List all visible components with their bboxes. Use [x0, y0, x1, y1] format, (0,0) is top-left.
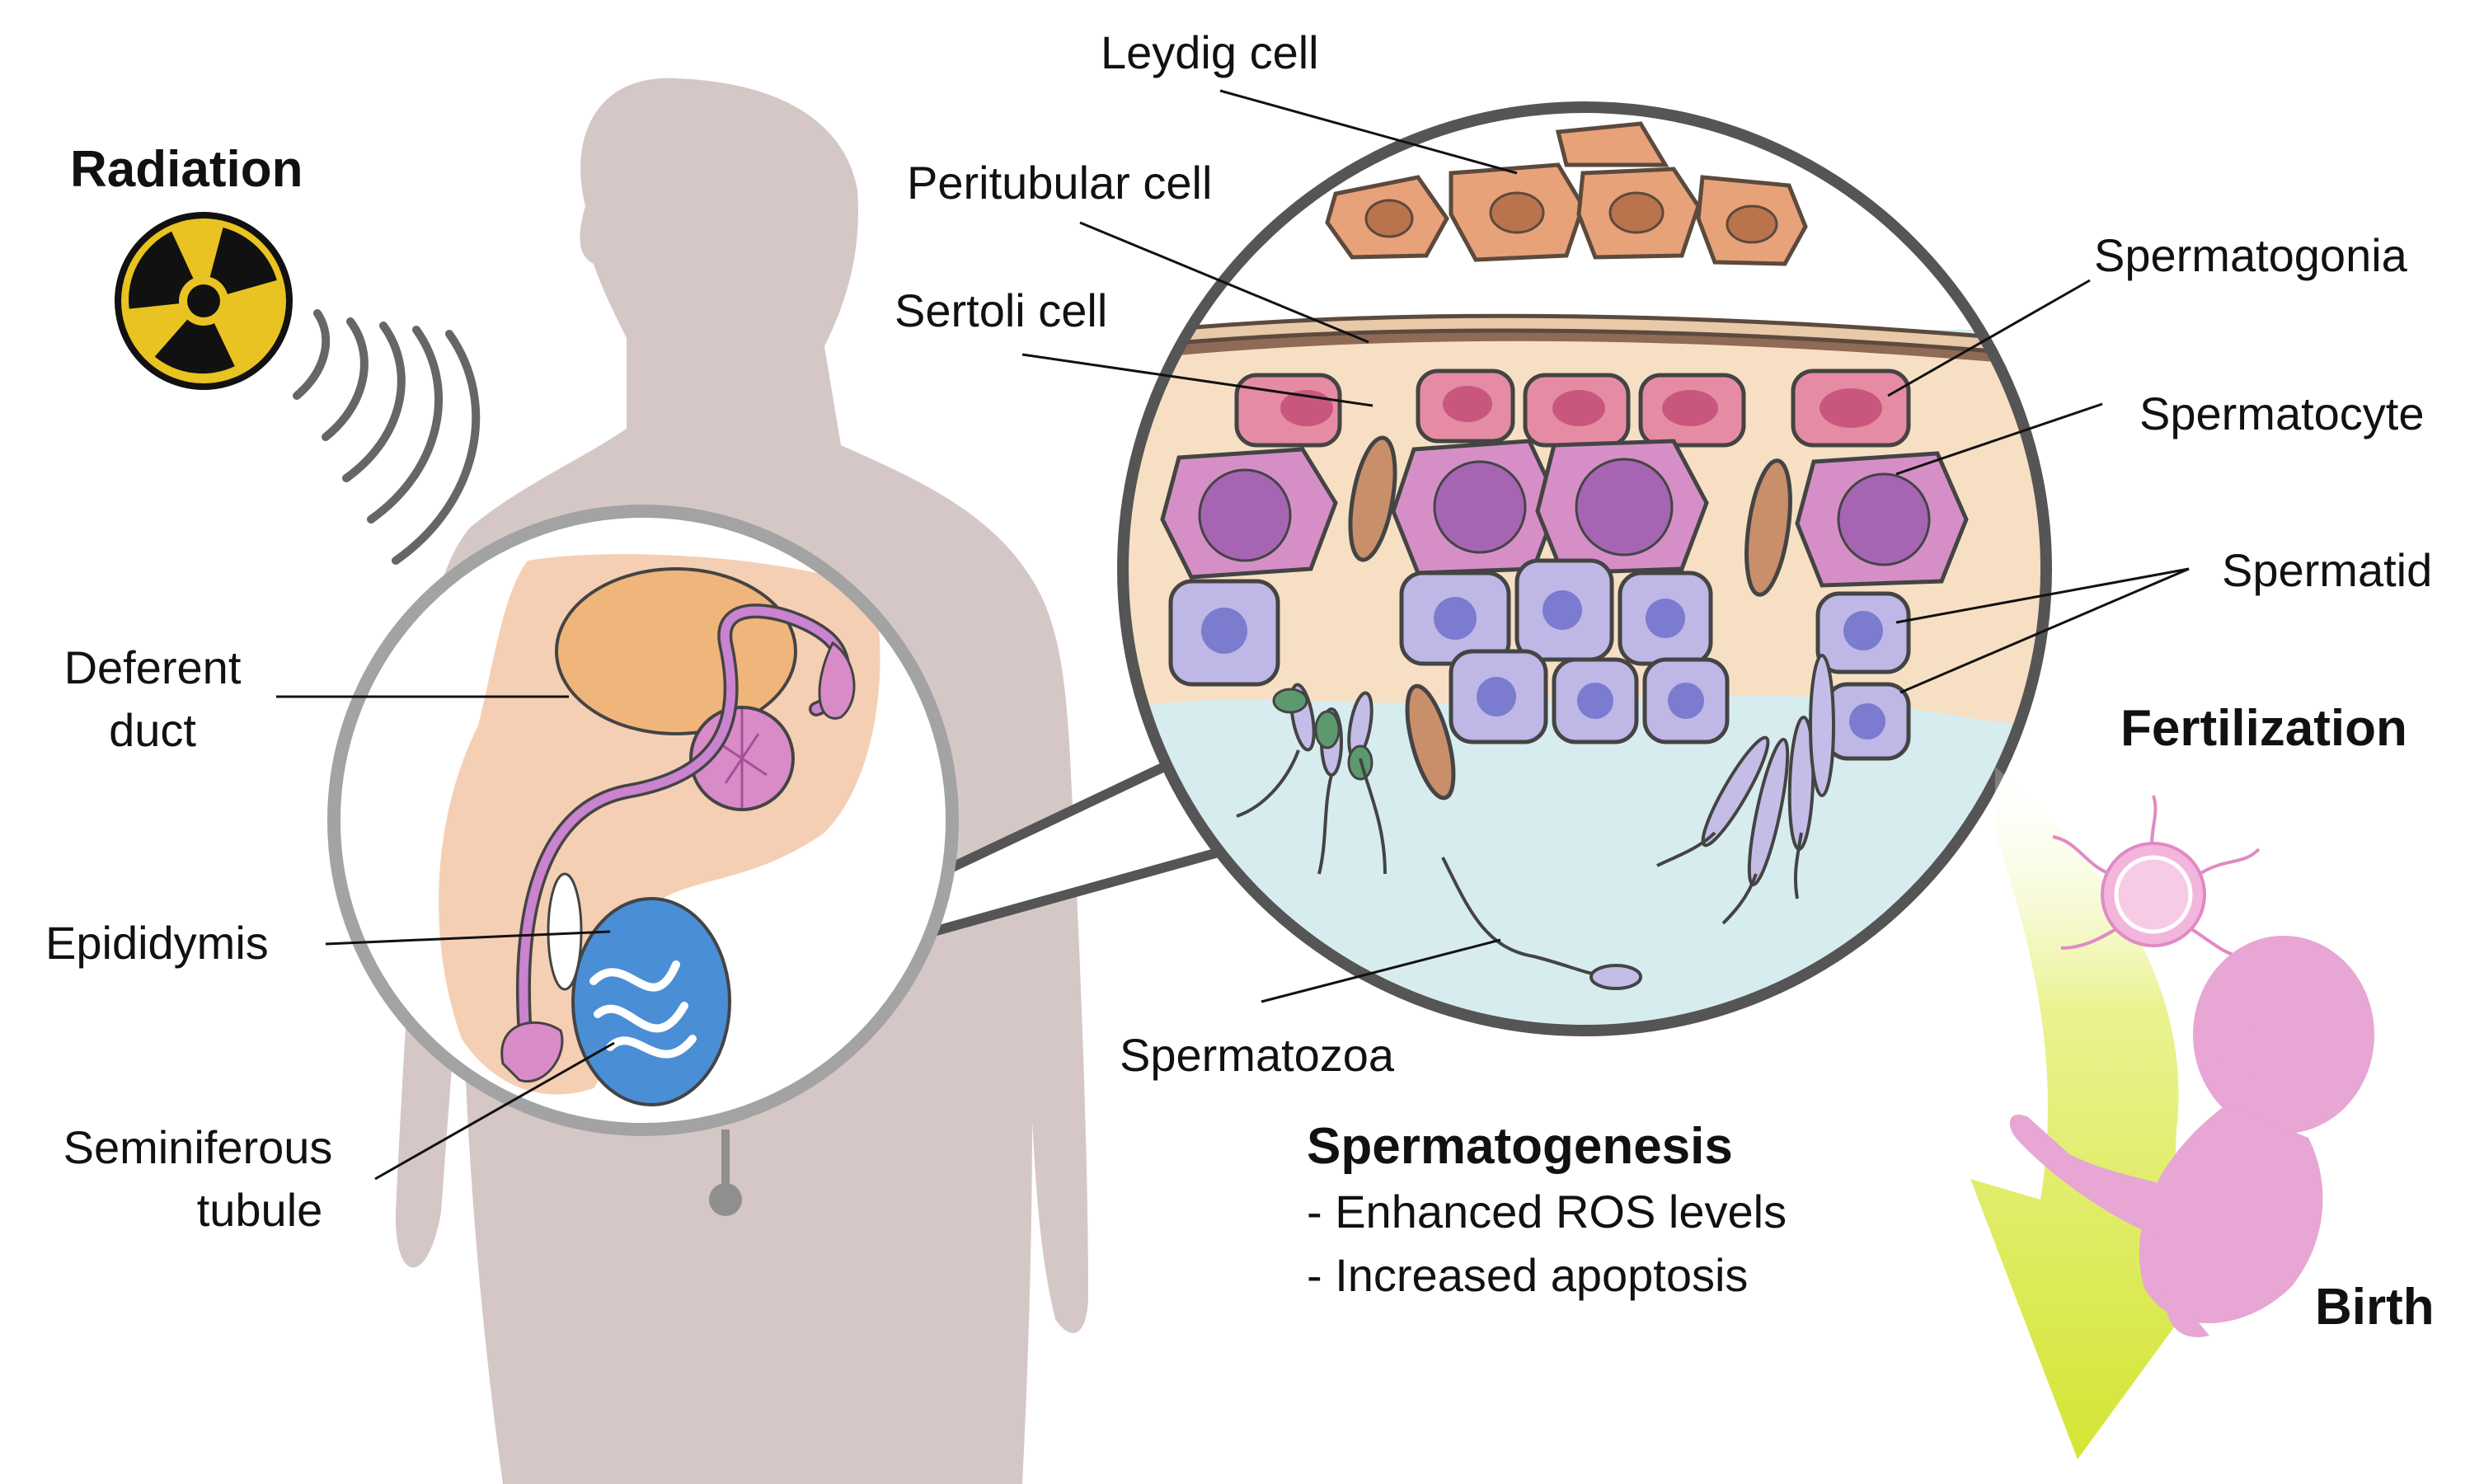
label-radiation: Radiation — [70, 141, 303, 198]
label-epididymis: Epididymis — [45, 917, 269, 969]
process-effect-2: - Increased apoptosis — [1307, 1249, 1749, 1301]
label-seminiferous-tubule: Seminiferous tubule — [45, 1121, 350, 1237]
label-deferent-line-1: Deferent — [63, 641, 242, 693]
leader-lines — [276, 89, 2190, 1181]
label-seminiferous-line-2: tubule — [196, 1184, 323, 1237]
embryo-icon — [2009, 936, 2374, 1337]
sertoli-cells — [1348, 435, 1792, 801]
radiation-icon — [115, 212, 293, 390]
label-sertoli-cell: Sertoli cell — [895, 284, 1108, 336]
label-birth: Birth — [2315, 1279, 2435, 1336]
radiation-waves — [293, 309, 481, 565]
process-title: Spermatogenesis — [1307, 1118, 1733, 1175]
label-fertilization: Fertilization — [2120, 700, 2407, 757]
label-deferent-duct: Deferent duct — [54, 641, 251, 758]
label-peritubular-cell: Peritubular cell — [907, 157, 1213, 209]
label-deferent-line-2: duct — [109, 704, 196, 757]
label-spermatid: Spermatid — [2222, 544, 2433, 596]
anatomy-lens — [327, 505, 959, 1216]
fertilized-egg-icon — [2052, 795, 2261, 958]
label-spermatocyte: Spermatocyte — [2139, 387, 2425, 439]
label-seminiferous-line-1: Seminiferous — [63, 1121, 333, 1173]
process-effect-1: - Enhanced ROS levels — [1307, 1186, 1787, 1237]
label-spermatogonia: Spermatogonia — [2094, 229, 2407, 281]
label-spermatozoa: Spermatozoa — [1120, 1029, 1395, 1081]
tubule-cross-section — [1117, 101, 2052, 1036]
differentiating-spermatozoa — [1289, 654, 1835, 887]
label-leydig-cell: Leydig cell — [1101, 26, 1319, 78]
